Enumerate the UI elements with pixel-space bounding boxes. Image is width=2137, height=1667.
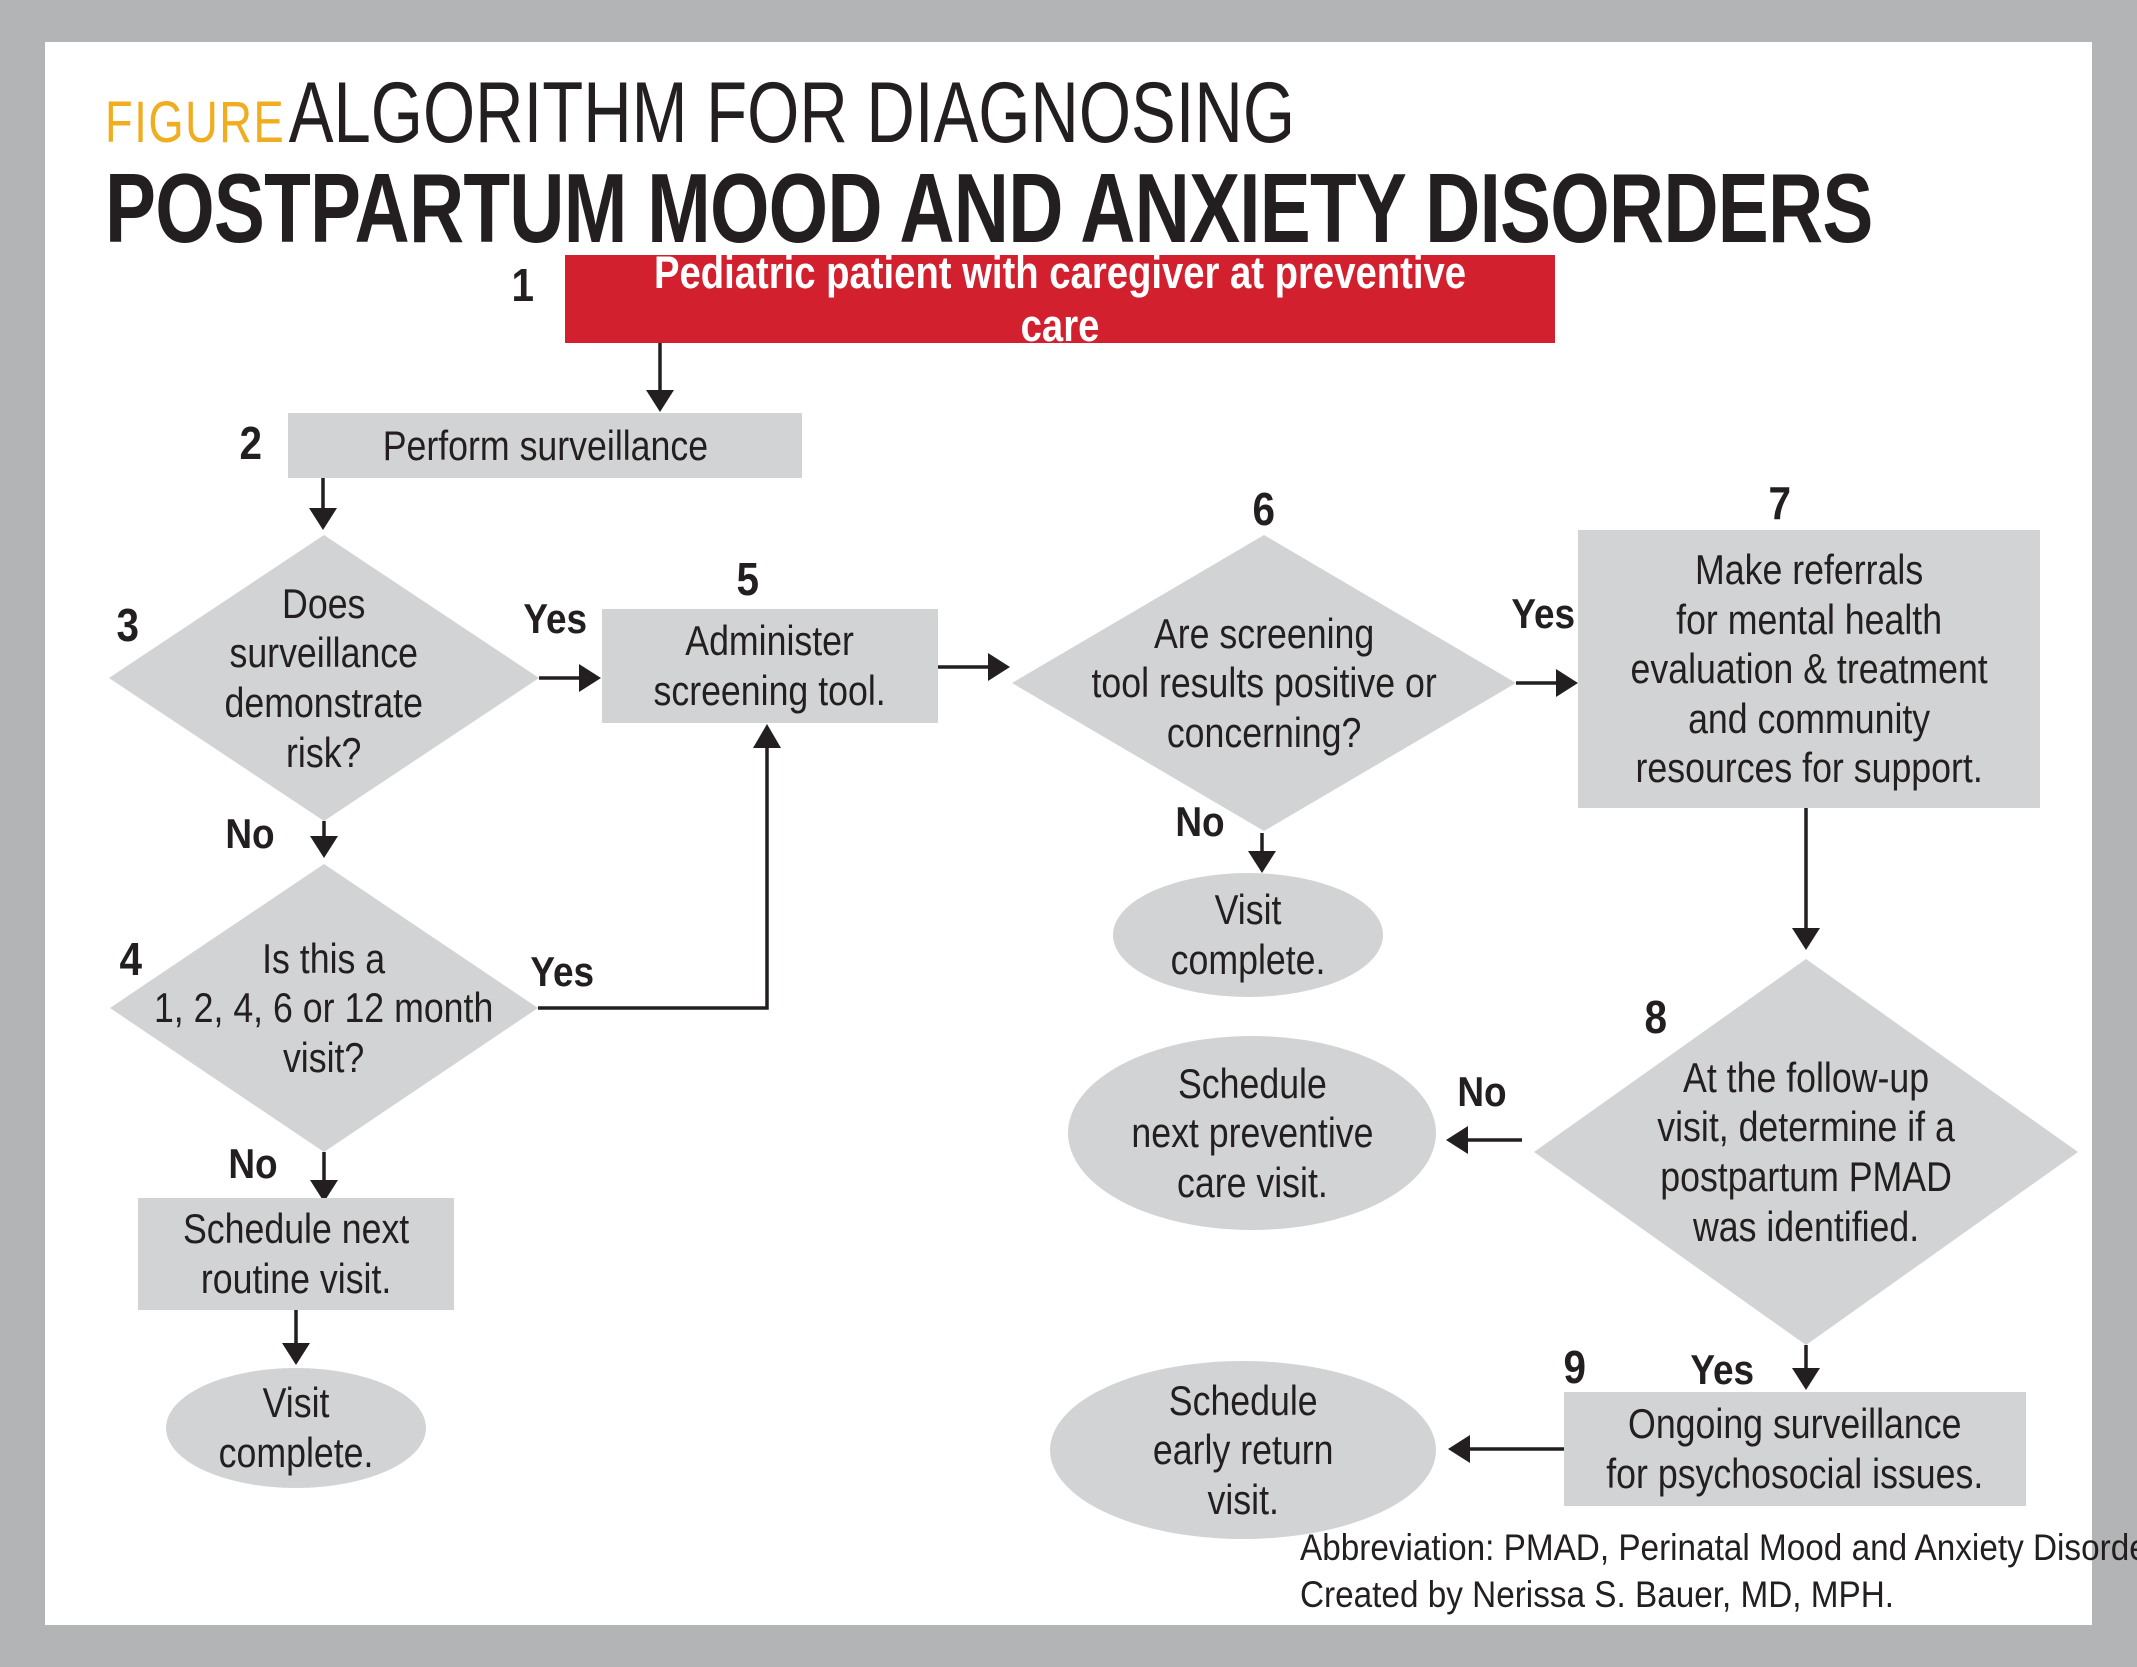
node-3-text: Does surveillance demonstrate risk? [224,579,424,776]
edge-label-3-yes: Yes [523,595,587,642]
edge-label-8-no: No [1457,1068,1507,1115]
terminal-visit-complete-left: Visit complete. [166,1368,426,1488]
step-number-3: 3 [116,599,139,651]
schedule-early-return-text: Schedule early return visit. [1152,1376,1334,1523]
node-5-text: Administer screening tool. [653,617,887,714]
abbreviation-note: Abbreviation: PMAD, Perinatal Mood and A… [1300,1527,2137,1568]
figure-footnote: Abbreviation: PMAD, Perinatal Mood and A… [1300,1524,2137,1618]
node-9-text: Ongoing surveillance for psychosocial is… [1606,1400,1984,1497]
schedule-routine-text: Schedule next routine visit. [182,1205,410,1302]
step-number-9: 9 [1563,1341,1586,1393]
terminal-schedule-early-return: Schedule early return visit. [1050,1361,1436,1539]
edge-label-8-yes: Yes [1690,1346,1754,1393]
edge-label-6-yes: Yes [1511,590,1575,637]
terminal-visit-complete-mid: Visit complete. [1113,873,1383,997]
node-4-text: Is this a 1, 2, 4, 6 or 12 month visit? [154,934,494,1081]
visit-complete-left-text: Visit complete. [218,1379,374,1476]
terminal-schedule-preventive-visit: Schedule next preventive care visit. [1068,1036,1436,1230]
node-schedule-routine-visit: Schedule next routine visit. [138,1198,454,1310]
node-7-text: Make referrals for mental health evaluat… [1630,546,1988,792]
node-1-pediatric-patient: Pediatric patient with caregiver at prev… [565,247,1555,351]
step-number-5: 5 [736,553,759,605]
figure-title-line1: FIGURE ALGORITHM FOR DIAGNOSING [105,64,1631,163]
figure-eyebrow: FIGURE [105,90,286,155]
step-number-7: 7 [1768,477,1791,529]
edge-label-4-yes: Yes [530,948,594,995]
node-6-text: Are screening tool results positive or c… [1091,609,1437,756]
step-number-6: 6 [1252,483,1275,535]
step-number-1: 1 [511,259,534,311]
edge-label-6-no: No [1175,798,1225,845]
node-7-make-referrals: Make referrals for mental health evaluat… [1578,530,2040,808]
visit-complete-mid-text: Visit complete. [1170,886,1326,983]
figure-title-line2: POSTPARTUM MOOD AND ANXIETY DISORDERS [105,152,2137,265]
step-number-2: 2 [239,417,262,469]
edge-label-4-no: No [228,1140,278,1187]
title-line1-text: ALGORITHM FOR DIAGNOSING [288,65,1296,161]
node-2-perform-surveillance: Perform surveillance [288,413,802,478]
node-8-text: At the follow-up visit, determine if a p… [1657,1053,1955,1250]
step-number-4: 4 [119,933,142,985]
schedule-preventive-text: Schedule next preventive care visit. [1130,1059,1374,1206]
node-9-ongoing-surveillance: Ongoing surveillance for psychosocial is… [1564,1392,2026,1506]
title-line2-text: POSTPARTUM MOOD AND ANXIETY DISORDERS [105,153,1873,263]
step-number-8: 8 [1644,991,1667,1043]
edge-label-3-no: No [225,810,275,857]
node-5-administer-screening: Administer screening tool. [602,609,938,723]
node-1-text: Pediatric patient with caregiver at prev… [653,246,1467,351]
credit-note: Created by Nerissa S. Bauer, MD, MPH. [1300,1574,1895,1615]
node-2-text: Perform surveillance [382,421,708,469]
